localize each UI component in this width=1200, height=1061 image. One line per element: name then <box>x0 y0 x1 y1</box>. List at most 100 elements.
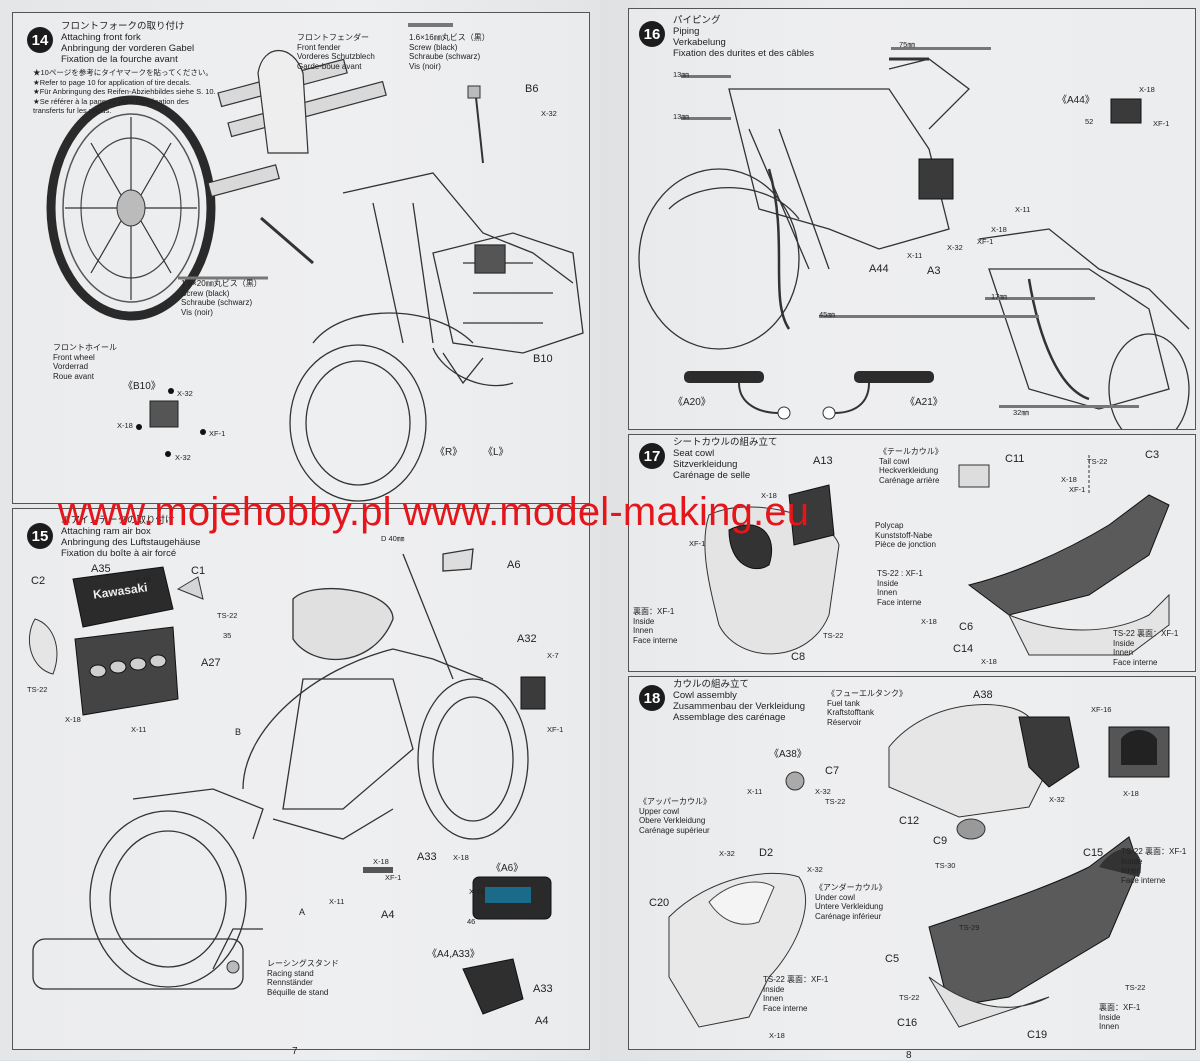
under-en: Under cowl <box>815 892 856 902</box>
note-line-fr: ★Se référer à la page 10 pour l'applicat… <box>33 96 189 106</box>
watermark-text: www.mojehobby.pl www.model-making.eu <box>58 490 810 534</box>
a6-x18: X-18 <box>469 887 485 896</box>
polycap-fr: Pièce de jonction <box>875 540 936 549</box>
part-a3: A3 <box>927 265 941 277</box>
part-a4: A4 <box>381 909 395 921</box>
c5-ts29: TS-29 <box>959 923 980 932</box>
step16-title: パイピング Piping Verkabelung Fixation des du… <box>673 15 814 59</box>
under-inside-de: Innen <box>1099 1022 1120 1031</box>
step-number-17: 17 <box>639 443 665 469</box>
a32-x7: X-7 <box>547 651 559 660</box>
screw-bottom-de: Schraube (schwarz) <box>181 298 253 307</box>
a4-xf1: XF-1 <box>385 873 402 882</box>
part-a6: A6 <box>507 559 521 571</box>
e-75mm: 75㎜ <box>899 40 915 49</box>
step14-title-line2: Attaching front fork <box>61 32 141 43</box>
sub-a21-label: 《A21》 <box>905 397 943 408</box>
note-line-de: ★Für Anbringung des Reifen-Abziehbildes … <box>33 87 216 96</box>
hose-d-label: D <box>381 534 387 543</box>
seat-x18: X-18 <box>761 491 777 500</box>
step15-title-de: Anbringung des Luftstaugehäuse <box>61 537 201 548</box>
seat-inside-jp: 裏面：XF-1 <box>633 607 675 616</box>
b10-x18: X-18 <box>117 421 133 430</box>
step16-title-fr: Fixation des durites et des câbles <box>673 48 814 59</box>
upper-inside-line1: TS-22 裏面：XF-1 <box>763 975 828 985</box>
c14-inside-en: Inside <box>1113 638 1135 648</box>
step18-title: カウルの組み立て Cowl assembly Zusammenbau der V… <box>673 679 805 723</box>
page-number-right: 8 <box>906 1050 912 1061</box>
stand-jp: レーシングスタンド <box>267 959 339 968</box>
step-number-14: 14 <box>27 27 53 53</box>
step18-title-jp: カウルの組み立て <box>673 679 750 690</box>
step17-title-jp: シートカウルの組み立て <box>673 437 778 448</box>
fuel-tank-label: 《フューエルタンク》 Fuel tank Kraftstofftank Rése… <box>827 689 907 727</box>
upper-inside-jp: 裏面：XF-1 <box>787 975 829 984</box>
g-32mm: 32㎜ <box>1013 408 1029 417</box>
b10-x32-bottom: X-32 <box>175 453 191 462</box>
screw-bottom-jp: 1.6×20㎜丸ビス（黒） <box>181 279 262 288</box>
upper-inside-de: Innen <box>763 994 784 1003</box>
polycap-en: Polycap <box>875 521 904 530</box>
a4-x11: X-11 <box>329 897 345 906</box>
part-b: B <box>235 727 242 737</box>
part-c14: C14 <box>953 643 974 655</box>
sub-a20-label: 《A20》 <box>673 397 711 408</box>
part-a33: A33 <box>417 851 437 863</box>
part-r: 《R》 <box>435 447 463 458</box>
step15-drawing <box>28 548 552 1015</box>
part-c2: C2 <box>31 575 46 587</box>
f-17mm: 17㎜ <box>991 292 1007 301</box>
tail-inside-fr: Face interne <box>877 597 922 607</box>
part-c20: C20 <box>649 897 670 909</box>
step17-title-fr: Carénage de selle <box>673 470 751 481</box>
part-a35: A35 <box>91 563 111 575</box>
c15-inside-de: Innen <box>1121 866 1142 875</box>
c15-inside-jp: 裏面：XF-1 <box>1145 847 1187 856</box>
step15-title-jp: エアインテークの取り付け <box>61 515 175 526</box>
screw-top-de: Schraube (schwarz) <box>409 52 481 61</box>
screw-top-fr: Vis (noir) <box>409 61 441 71</box>
part-a27: A27 <box>201 657 221 669</box>
hose-d-length: 40㎜ <box>388 534 405 543</box>
part-c6: C6 <box>959 621 974 633</box>
part-a32: A32 <box>517 633 537 645</box>
under-fr: Carénage inférieur <box>815 911 882 921</box>
a35-x18: X-18 <box>135 575 151 584</box>
wheel-jp: フロントホイール <box>53 343 117 352</box>
upper-fr: Carénage supérieur <box>639 825 710 835</box>
tank-fr: Réservoir <box>827 717 862 727</box>
tail-inside-de: Innen <box>877 588 898 597</box>
racing-stand-label: レーシングスタンド Racing stand Rennständer Béqui… <box>267 959 339 997</box>
tank-jp: 《フューエルタンク》 <box>827 689 907 698</box>
part-a: A <box>299 907 306 917</box>
sub-a4a33-label: 《A4,A33》 <box>427 949 480 960</box>
part-b10: B10 <box>533 353 553 365</box>
under-inside-label: 裏面：XF-1 Inside Innen <box>1099 1003 1140 1032</box>
front-fender-label: フロントフェンダー Front fender Vorderes Schutzbl… <box>297 33 375 71</box>
c3-ts22: TS-22 <box>1087 457 1108 466</box>
marker-52: 52 <box>1085 117 1094 126</box>
step15-title: エアインテークの取り付け Attaching ram air box Anbri… <box>61 515 200 559</box>
step15-title-fr: Fixation du boîte à air forcé <box>61 548 177 559</box>
screw-top-label: 1.6×16㎜丸ビス（黒） Screw (black) Schraube (sc… <box>409 33 490 71</box>
step18-title-en: Cowl assembly <box>673 690 737 701</box>
note-line-en: ★Refer to page 10 for application of tir… <box>33 77 192 87</box>
a27-x11: X-11 <box>131 725 147 734</box>
main-x32: X-32 <box>947 243 963 252</box>
upper-en: Upper cowl <box>639 806 680 816</box>
c3-x18: X-18 <box>1061 475 1077 484</box>
part-a38: A38 <box>973 689 993 701</box>
c15-inside-line1: TS-22 裏面：XF-1 <box>1121 847 1186 857</box>
upper-inside-fr: Face interne <box>763 1003 808 1013</box>
marker-46: 46 <box>467 917 476 926</box>
c14-x18: X-18 <box>981 657 997 666</box>
tank-x32: X-32 <box>1049 795 1065 804</box>
step-number-16: 16 <box>639 21 665 47</box>
marker-35: 35 <box>223 631 232 640</box>
tail-ts22: TS-22 <box>877 569 899 578</box>
step17-title-de: Sitzverkleidung <box>673 459 738 470</box>
fender-fr: Garde-boue avant <box>297 61 362 71</box>
part-c12: C12 <box>899 815 920 827</box>
c15-ts22: TS-22 <box>1121 847 1143 856</box>
a27-x18: X-18 <box>65 715 81 724</box>
